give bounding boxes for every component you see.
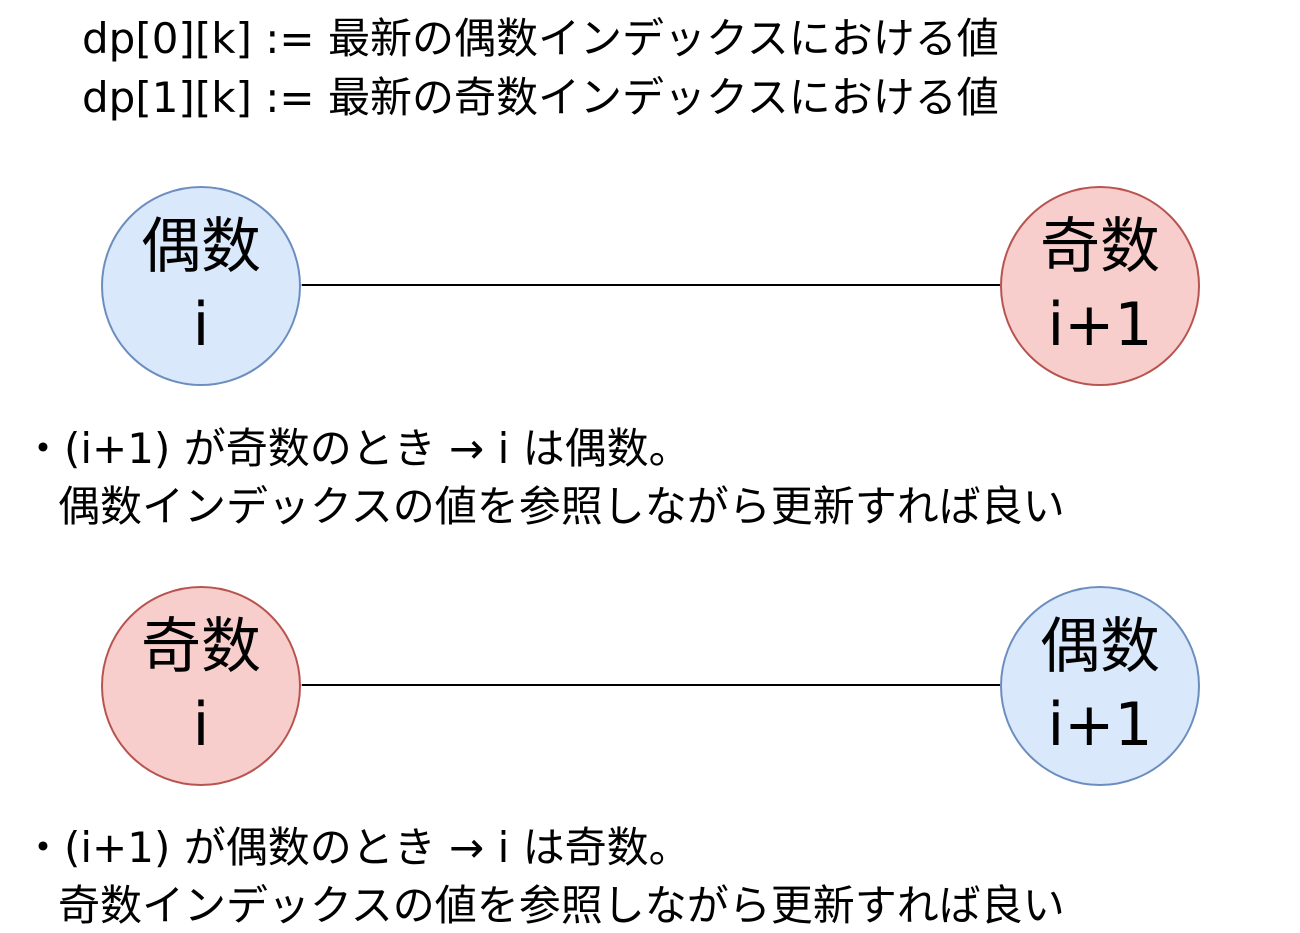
note-1-line-1: ・(i+1) が奇数のとき → i は偶数。: [22, 424, 691, 473]
node-index: i+1: [1047, 690, 1153, 760]
node-label: 偶数: [1040, 612, 1160, 682]
note-2-line-1: ・(i+1) が偶数のとき → i は奇数。: [22, 823, 691, 872]
note-1-line-2: 偶数インデックスの値を参照しながら更新すれば良い: [58, 482, 1065, 531]
node-even-i: 偶数 i: [101, 186, 301, 386]
node-label: 偶数: [141, 212, 261, 282]
node-odd-i-plus-1: 奇数 i+1: [1000, 186, 1200, 386]
note-2-line-2: 奇数インデックスの値を参照しながら更新すれば良い: [58, 881, 1065, 930]
node-odd-i: 奇数 i: [101, 586, 301, 786]
node-index: i: [192, 690, 210, 760]
node-label: 奇数: [141, 612, 261, 682]
node-label: 奇数: [1040, 212, 1160, 282]
node-even-i-plus-1: 偶数 i+1: [1000, 586, 1200, 786]
node-index: i+1: [1047, 290, 1153, 360]
node-index: i: [192, 290, 210, 360]
definition-dp0: dp[0][k] := 最新の偶数インデックスにおける値: [82, 14, 999, 63]
definition-dp1: dp[1][k] := 最新の奇数インデックスにおける値: [82, 73, 999, 122]
